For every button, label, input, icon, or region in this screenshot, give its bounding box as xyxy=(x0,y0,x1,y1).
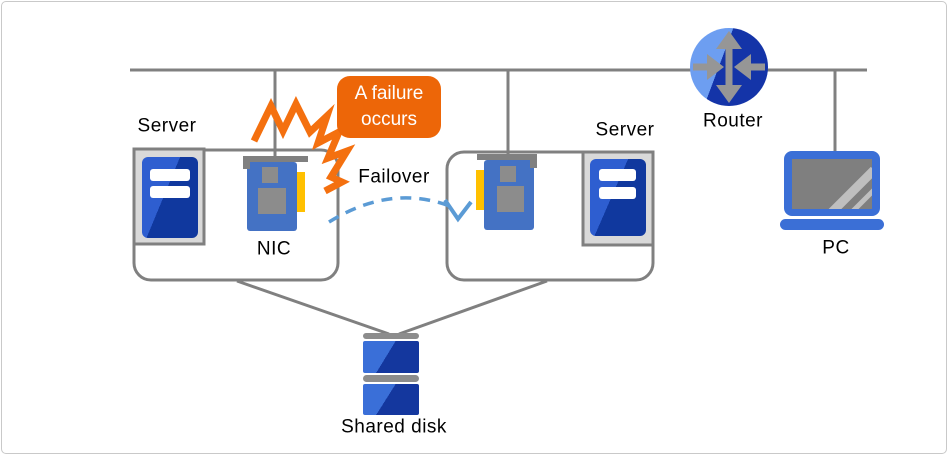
nic-icon-right xyxy=(476,154,537,230)
nic-bracket-tab xyxy=(530,154,537,168)
failover-arrow xyxy=(328,196,473,224)
disk-link-left xyxy=(236,279,390,336)
nic-slot-connector xyxy=(476,170,485,210)
disk-body-top xyxy=(363,341,419,373)
glare-stripe xyxy=(851,188,872,209)
nic-chip-small xyxy=(262,167,278,183)
router-icon xyxy=(690,28,768,106)
failure-callout: A failure occurs xyxy=(337,76,441,138)
nic-chip-small xyxy=(500,166,516,182)
disk-link-right xyxy=(398,279,548,336)
label-pc: PC xyxy=(822,237,850,259)
label-shared-disk: Shared disk xyxy=(341,416,447,438)
server-tower-icon-left xyxy=(132,147,206,246)
lightning-icon xyxy=(250,96,356,195)
router-arrow-up-head xyxy=(716,31,742,49)
label-nic: NIC xyxy=(256,238,292,260)
failure-callout-line2: occurs xyxy=(361,109,417,130)
glare-stripe xyxy=(828,166,872,209)
disk-cap xyxy=(363,333,419,339)
nic-bracket-tab xyxy=(243,156,250,169)
shared-disk-icon xyxy=(363,333,419,415)
nic-chip-large xyxy=(497,186,524,212)
router-arrow-down-head xyxy=(716,85,742,103)
server-tower-slot xyxy=(150,169,190,181)
server-tower-slot xyxy=(150,186,190,198)
nic-slot-connector xyxy=(296,172,305,212)
label-router: Router xyxy=(702,110,764,132)
router-arrow-right-head xyxy=(707,54,724,80)
nic-chip-large xyxy=(258,188,286,214)
nic-bracket xyxy=(477,154,537,160)
server-tower-icon-right xyxy=(581,150,655,247)
failover-arc xyxy=(328,196,453,224)
router-arrow-left-head xyxy=(734,54,751,80)
label-server-right: Server xyxy=(595,119,655,141)
pc-icon xyxy=(780,151,884,230)
label-failover: Failover xyxy=(358,166,430,188)
laptop-base xyxy=(780,219,884,230)
disk-body-bottom xyxy=(363,384,419,415)
nic-bracket xyxy=(243,156,308,162)
nic-icon-left xyxy=(243,156,308,231)
failover-arrowhead xyxy=(443,198,473,223)
disk-divider xyxy=(363,375,419,382)
label-server-left: Server xyxy=(137,115,197,137)
server-tower-slot xyxy=(599,169,636,181)
router-arrows xyxy=(693,31,765,103)
server-tower-slot xyxy=(599,187,636,199)
laptop-screen-glare xyxy=(828,166,872,209)
failure-callout-line1: A failure xyxy=(354,83,424,104)
